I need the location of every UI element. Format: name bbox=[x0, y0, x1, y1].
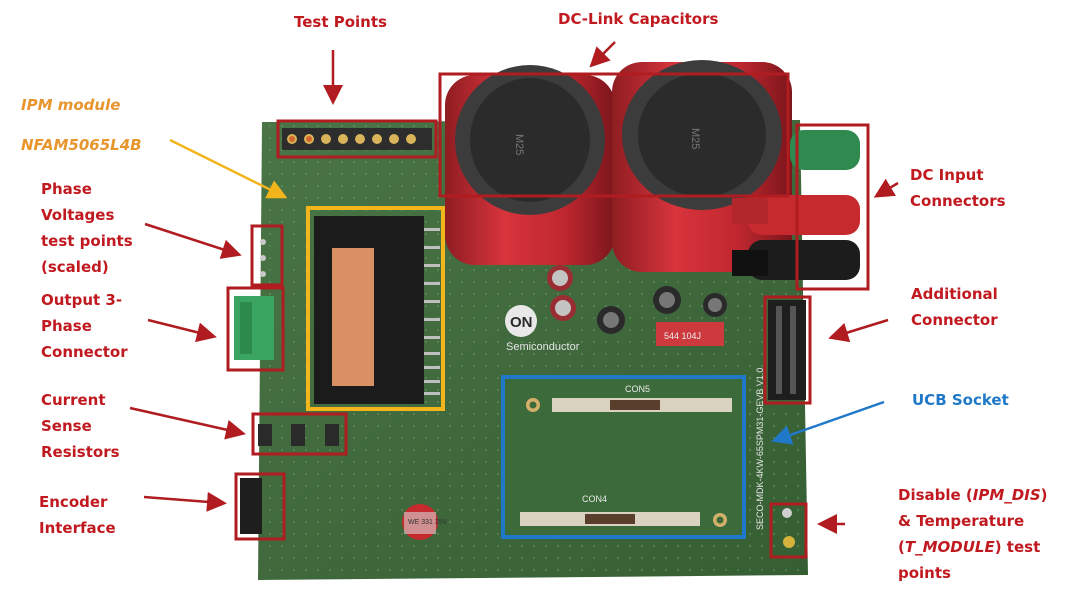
box-additional-connector bbox=[763, 295, 812, 405]
box-dc-link bbox=[438, 72, 790, 198]
small-cap-mark: WE 331 35V bbox=[408, 519, 448, 526]
con4-text: CON4 bbox=[582, 494, 607, 504]
on-logo-circle bbox=[505, 305, 537, 337]
box-phase-voltages bbox=[250, 224, 284, 287]
arrow-dc-input bbox=[873, 178, 899, 198]
label-dc-link-capacitors: DC-Link Capacitors bbox=[558, 10, 719, 28]
label-disable-temperature: Disable (IPM_DIS) & Temperature (T_MODUL… bbox=[898, 486, 1048, 582]
box-output-connector bbox=[226, 286, 285, 372]
capacitor-left bbox=[445, 65, 615, 265]
arrow-additional-connector bbox=[828, 318, 889, 343]
con5-text: CON5 bbox=[625, 384, 650, 394]
label-current-sense: Current Sense Resistors bbox=[41, 391, 120, 461]
label-ucb-socket: UCB Socket bbox=[912, 391, 1009, 409]
semiconductor-text: Semiconductor bbox=[506, 341, 580, 353]
on-logo-text: ON bbox=[510, 314, 533, 331]
arrow-ucb-socket bbox=[771, 400, 885, 445]
box-dc-input bbox=[795, 123, 870, 291]
box-test-points bbox=[276, 119, 438, 159]
arrow-ipm-module bbox=[169, 138, 288, 199]
phase-test-points bbox=[260, 239, 266, 277]
arrow-output-connector bbox=[147, 318, 217, 343]
encoder-connector bbox=[240, 478, 262, 534]
label-ipm-module: IPM module bbox=[21, 96, 121, 114]
box-current-sense bbox=[251, 412, 348, 456]
label-output-connector: Output 3- Phase Connector bbox=[41, 291, 128, 361]
box-disable-temp bbox=[769, 502, 808, 559]
additional-connector-header bbox=[768, 300, 806, 400]
label-phase-voltages: Phase Voltages test points (scaled) bbox=[41, 180, 133, 276]
arrow-phase-voltages bbox=[144, 222, 242, 259]
arrow-dc-link bbox=[589, 41, 616, 68]
label-ipm-part-number: NFAM5065L4B bbox=[21, 136, 142, 154]
shunt-resistor bbox=[656, 322, 724, 346]
ipm-module bbox=[314, 216, 440, 404]
cap-mark-right: M25 bbox=[689, 128, 701, 149]
arrow-encoder bbox=[143, 491, 227, 512]
resistor-mark: 544 104J bbox=[664, 331, 701, 341]
label-test-points: Test Points bbox=[294, 13, 387, 31]
cap-mark-left: M25 bbox=[513, 134, 525, 155]
board-name-text: SECO-MDK-4KW-65SPM31-GEVB V1.0 bbox=[755, 368, 765, 530]
box-encoder bbox=[234, 472, 286, 541]
dc-input-connectors bbox=[732, 130, 860, 280]
box-ipm-module bbox=[306, 206, 445, 411]
current-sense-resistors bbox=[258, 424, 339, 446]
label-encoder: Encoder Interface bbox=[39, 493, 116, 537]
box-ucb-socket bbox=[501, 375, 746, 539]
label-dc-input: DC Input Connectors bbox=[910, 166, 1006, 210]
label-additional-connector: Additional Connector bbox=[911, 285, 998, 329]
test-point-header bbox=[282, 128, 432, 150]
arrow-current-sense bbox=[129, 406, 246, 440]
